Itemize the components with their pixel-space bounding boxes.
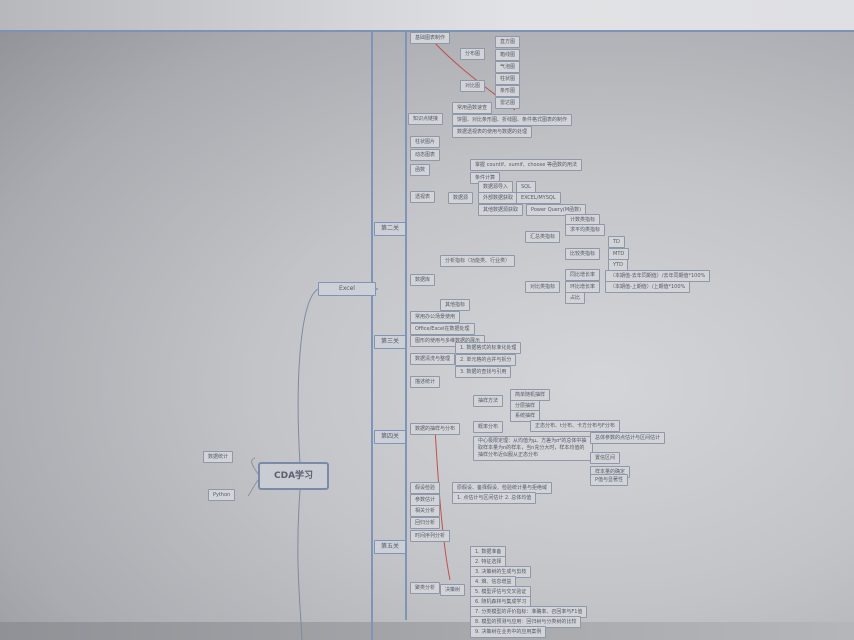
topic-node[interactable]: 气泡图	[495, 61, 521, 73]
topic-node[interactable]: 直方图	[495, 36, 521, 48]
root-node-cda[interactable]: CDA学习	[258, 462, 330, 490]
branch-node-excel[interactable]: Excel	[318, 282, 376, 296]
topic-node[interactable]: 对比图	[460, 80, 486, 92]
topic-node[interactable]: 柱状图	[495, 73, 521, 85]
topic-node[interactable]: TD	[608, 236, 625, 248]
window-top-border	[0, 30, 854, 32]
topic-node[interactable]: 外部数据获取	[478, 192, 519, 204]
topic-node[interactable]: 回归分析	[410, 517, 441, 529]
topic-node[interactable]: 数据库	[410, 274, 436, 286]
branch-node-statistics[interactable]: 数据统计	[203, 451, 234, 463]
screen-top-bezel	[0, 0, 854, 30]
root-to-excel-link	[297, 288, 319, 465]
topic-node[interactable]: 雷达图	[495, 97, 521, 109]
relationship-arrow-2	[434, 427, 451, 581]
topic-node[interactable]: 分布图	[460, 48, 486, 60]
topic-node[interactable]: 函数	[410, 164, 431, 176]
topic-node[interactable]: 总体参数的点估计与区间估计	[590, 432, 666, 444]
topic-node[interactable]: 数据的抽样与分布	[410, 423, 461, 435]
topic-node[interactable]: 条形图	[495, 85, 521, 97]
branch-node-python[interactable]: Python	[208, 489, 236, 501]
topic-node[interactable]: 箱线图	[495, 49, 521, 61]
topic-node[interactable]: Power Query(M函数)	[526, 204, 587, 216]
topic-node[interactable]: 分析指标（功能类、行业类）	[440, 255, 516, 267]
root-to-lower-link	[297, 489, 303, 640]
topic-node[interactable]: 汇总类指标	[525, 231, 561, 243]
topic-node[interactable]: 其他数据源获取	[478, 204, 524, 216]
topic-node[interactable]: 2. 单元格的合并与拆分	[455, 354, 517, 366]
topic-node[interactable]: （本期值-上期值）/上期值*100%	[605, 281, 691, 293]
stage-node[interactable]: 第三关	[374, 335, 407, 349]
topic-node[interactable]: P值与显著性	[590, 474, 629, 486]
topic-node[interactable]: 柱状图片	[410, 136, 441, 148]
topic-node[interactable]: 聚类分析	[410, 582, 441, 594]
topic-node[interactable]: 计数类指标	[565, 214, 601, 226]
topic-node[interactable]: 描述统计	[410, 376, 441, 388]
topic-node[interactable]: 置信区间	[590, 452, 621, 464]
topic-node[interactable]: 数据源	[448, 192, 474, 204]
topic-node[interactable]: 知识点链接	[408, 113, 444, 125]
topic-node[interactable]: 系统抽样	[510, 410, 541, 422]
excel-spine-line	[371, 30, 373, 640]
topic-node[interactable]: 对比类指标	[525, 281, 561, 293]
stage-node[interactable]: 第四关	[374, 430, 407, 444]
topic-node[interactable]: 同比增长率	[565, 269, 601, 281]
topic-node[interactable]: 动态图表	[410, 149, 441, 161]
topic-node[interactable]: 正态分布、t分布、卡方分布与F分布	[530, 420, 620, 432]
topic-node[interactable]: 1. 数据格式的标准化处理	[455, 342, 522, 354]
topic-node[interactable]: 掌握 countif、sumif、choose 等函数的用法	[470, 159, 582, 171]
topic-node[interactable]: 抽样方法	[473, 395, 504, 407]
topic-node[interactable]: 占比	[565, 292, 586, 304]
topic-node[interactable]: 数据清洗与整理	[410, 353, 456, 365]
screen-bottom-bezel	[0, 622, 854, 640]
topic-node[interactable]: 常用办公场景使用	[410, 311, 461, 323]
topic-node[interactable]: 3. 数据的查找与引用	[455, 366, 512, 378]
level-spine-line	[405, 30, 407, 620]
topic-node[interactable]: 决策树	[440, 584, 466, 596]
topic-node[interactable]: 比较类指标	[565, 248, 601, 260]
topic-node[interactable]: 1. 点估计与区间估计 2. 总体均值	[452, 492, 537, 504]
topic-node[interactable]: 饼图、对比条形图、折线图、条件格式图表的制作	[452, 114, 573, 126]
topic-node[interactable]: 概率分布	[473, 421, 504, 433]
topic-node[interactable]: 基础图表制作	[410, 32, 451, 44]
topic-node[interactable]: Office/Excel在数据处理	[410, 323, 475, 335]
topic-node[interactable]: 常用函数速查	[452, 102, 493, 114]
topic-node[interactable]: 数据透视表的使用与数据的处理	[452, 126, 533, 138]
topic-node[interactable]: 9. 决策树在业务中的应用案例	[470, 626, 547, 638]
topic-node[interactable]: 假设检验	[410, 482, 441, 494]
topic-node[interactable]: EXCEL/MYSQL	[516, 192, 561, 204]
stage-node[interactable]: 第五关	[374, 540, 407, 554]
topic-node[interactable]: 时间序列分析	[410, 530, 451, 542]
stage-node[interactable]: 第二关	[374, 222, 407, 236]
topic-node[interactable]: 相关分析	[410, 505, 441, 517]
topic-node[interactable]: 透视表	[410, 191, 436, 203]
topic-node[interactable]: 其他指标	[440, 299, 471, 311]
root-to-stats-link	[251, 457, 259, 475]
topic-node[interactable]: 求平均类指标	[565, 224, 606, 236]
root-to-python-link	[247, 479, 259, 497]
topic-node[interactable]: 中心极限定理：从均值为μ、方差为σ²的总体中抽取样本量为n的样本，当n充分大时，…	[473, 436, 593, 461]
